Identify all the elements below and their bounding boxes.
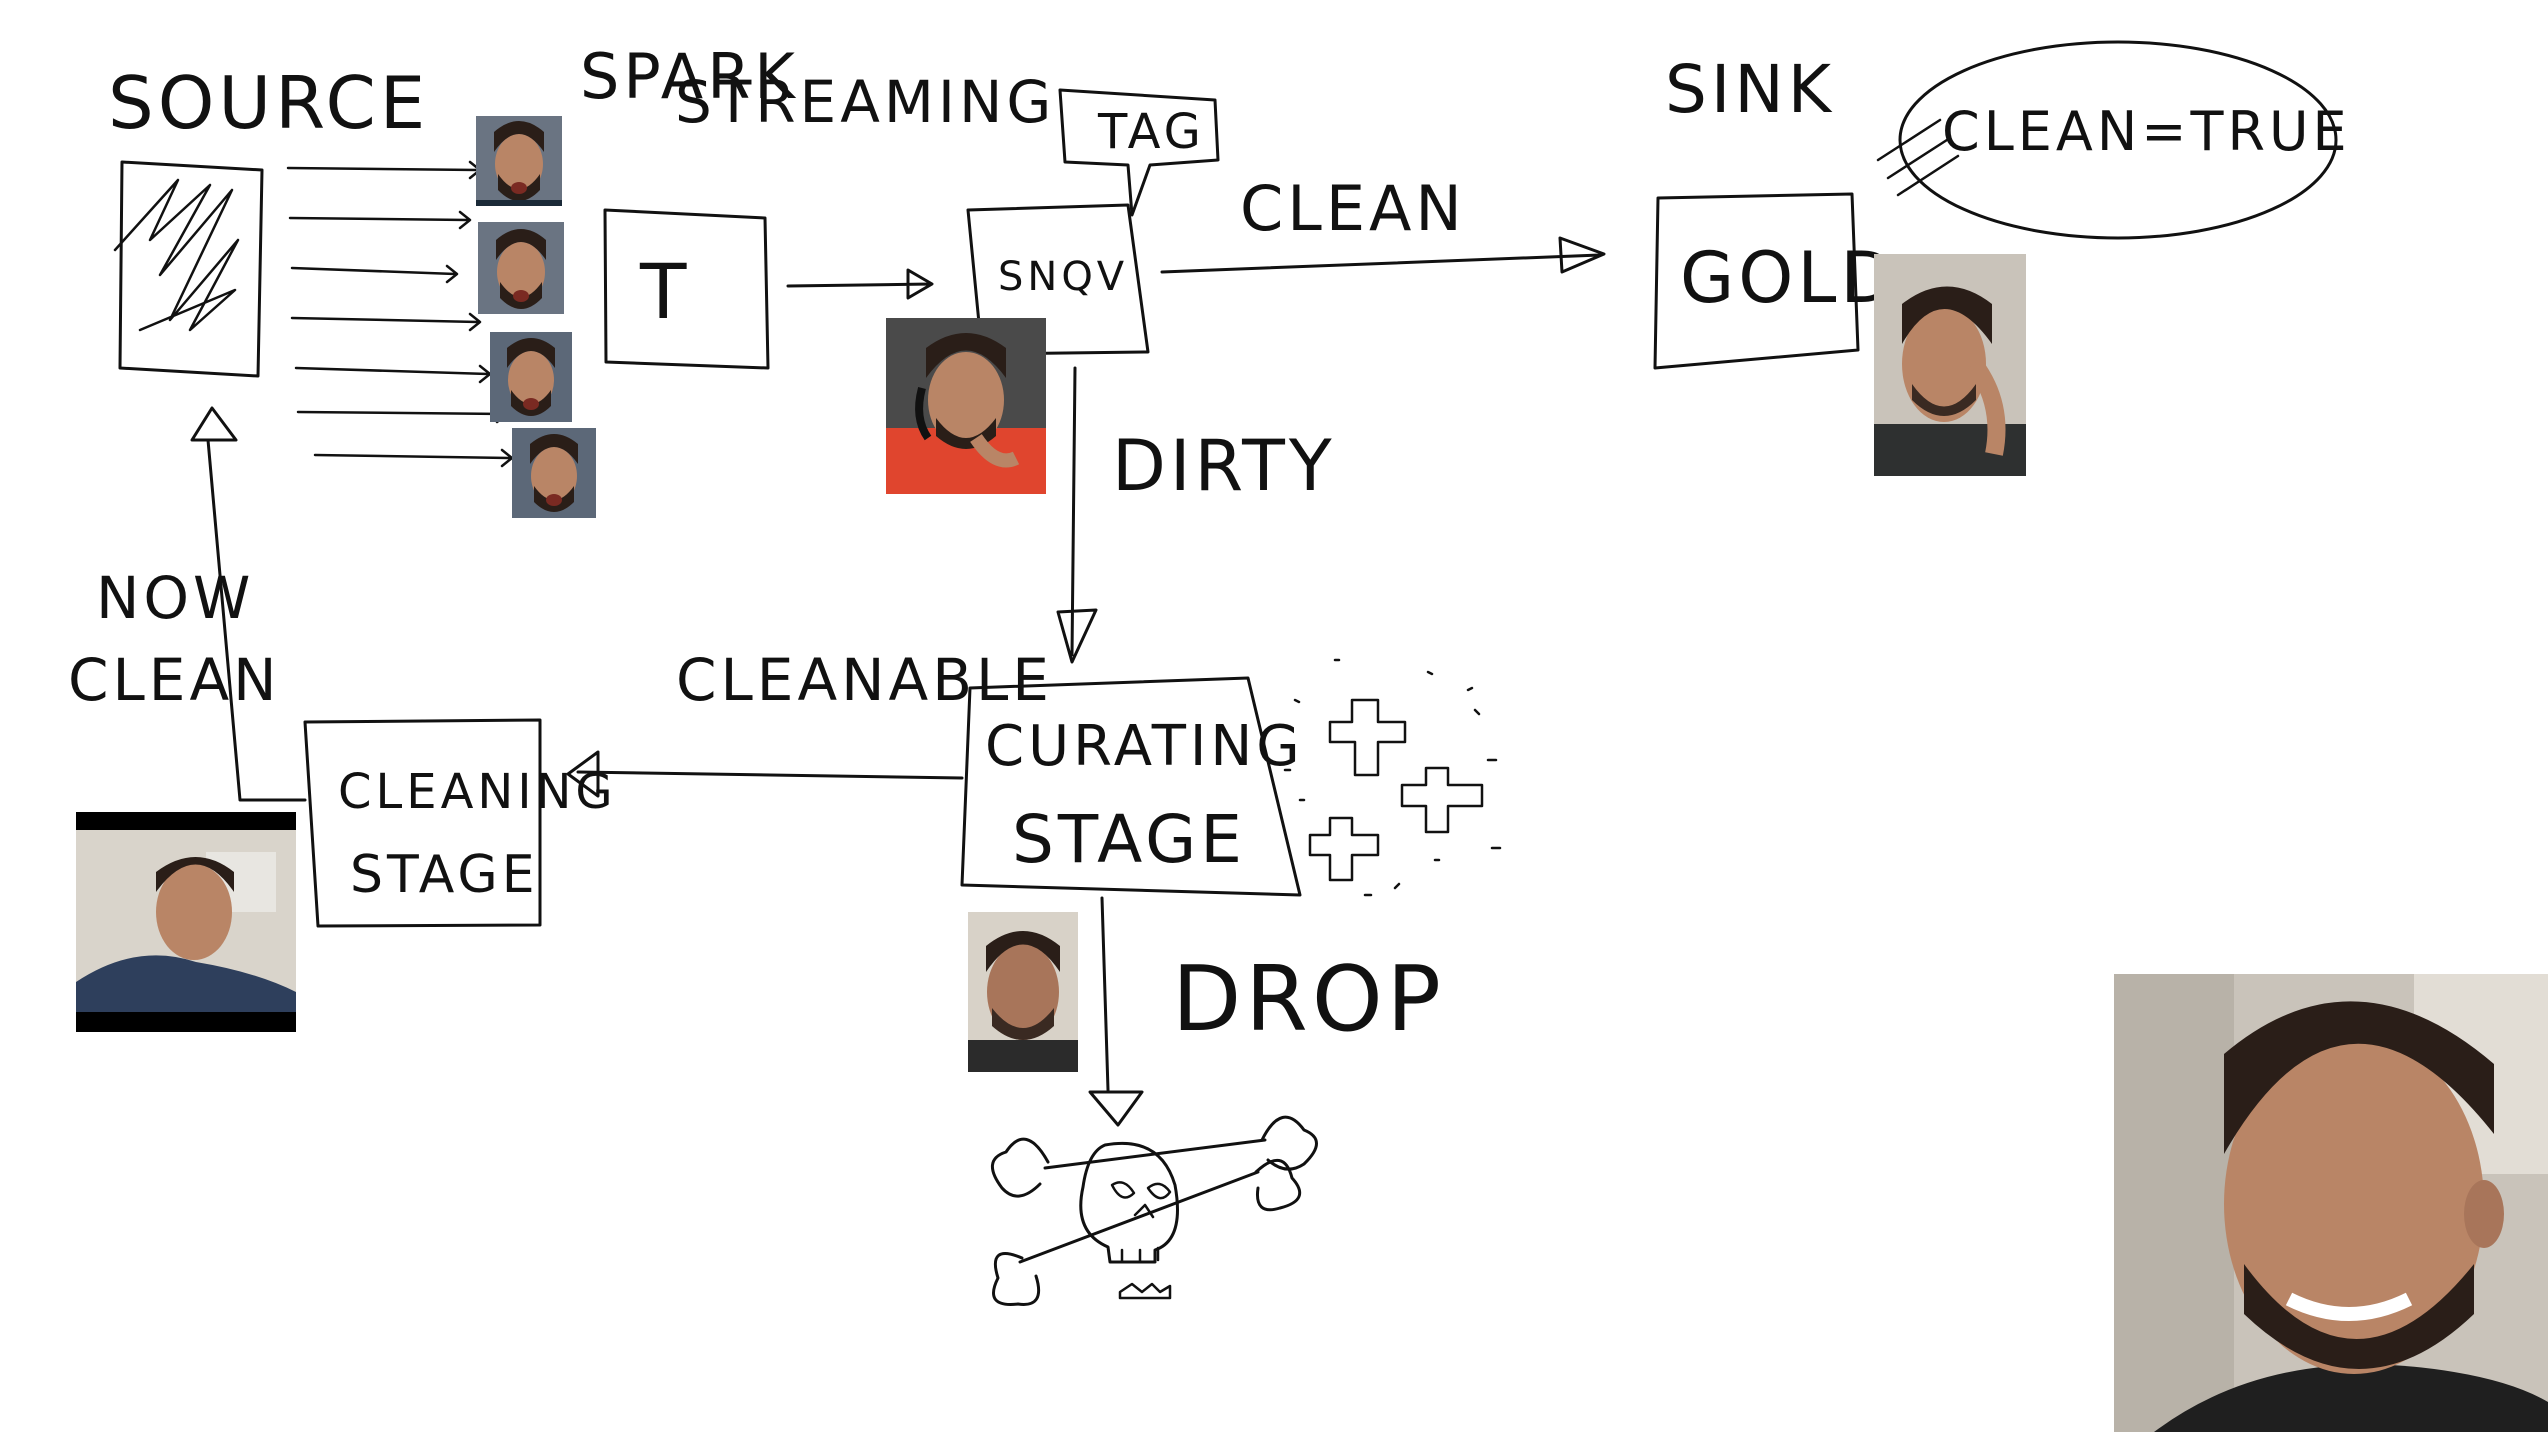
snqv-label: SNQV [998,254,1128,300]
cleaning-stage-box [303,718,542,928]
gold-label: GOLD [1680,237,1898,319]
now-label: NOW [96,564,254,632]
source-to-workers-arrows [286,160,514,468]
plus-icon [1283,658,1502,897]
now-clean-label: CLEAN [68,646,281,714]
t-to-snqv-arrow [786,268,934,300]
participant-thumbnail [476,116,562,206]
now-clean-arrow [190,406,307,802]
clean-arrow [1160,236,1606,274]
participant-thumbnail [512,428,596,518]
sink-label: SINK [1665,51,1835,128]
cleanable-arrow [566,750,964,798]
participant-thumbnail [478,222,564,314]
presenter-video [2114,974,2548,1432]
participant-thumbnail [968,912,1078,1072]
participant-thumbnail [76,812,296,1032]
gold-to-attribute-link [1876,118,1960,197]
cleaning-stage-label: STAGE [350,845,539,905]
cleanable-label: CLEANABLE [676,646,1053,714]
curating-stage-label: STAGE [1012,801,1246,878]
participant-thumbnail [1874,254,2026,476]
drop-arrow [1088,896,1144,1127]
clean-true-ellipse [1898,40,2338,240]
drop-label: DROP [1172,947,1445,1052]
tag-bubble [1058,88,1220,217]
dirty-label: DIRTY [1112,425,1336,507]
participant-thumbnail [490,332,572,422]
gold-box [1653,192,1860,370]
clean-label: CLEAN [1240,172,1466,245]
curating-label: CURATING [985,714,1304,779]
participant-thumbnail [886,318,1046,494]
tag-label: TAG [1097,104,1205,160]
curating-stage-box [960,676,1302,897]
spark-label: SPARK [580,40,799,113]
source-box [113,160,264,378]
source-label: SOURCE [108,61,429,145]
cleaning-label: CLEANING [338,764,617,820]
t-box [603,208,770,370]
clean-true-label: CLEAN=TRUE [1942,100,2351,163]
streaming-label: STREAMING [675,68,1055,136]
snqv-box [966,203,1150,356]
dirty-arrow [1056,366,1098,664]
skull-crossbones-icon [991,1115,1318,1306]
t-box-label: T [639,247,690,336]
